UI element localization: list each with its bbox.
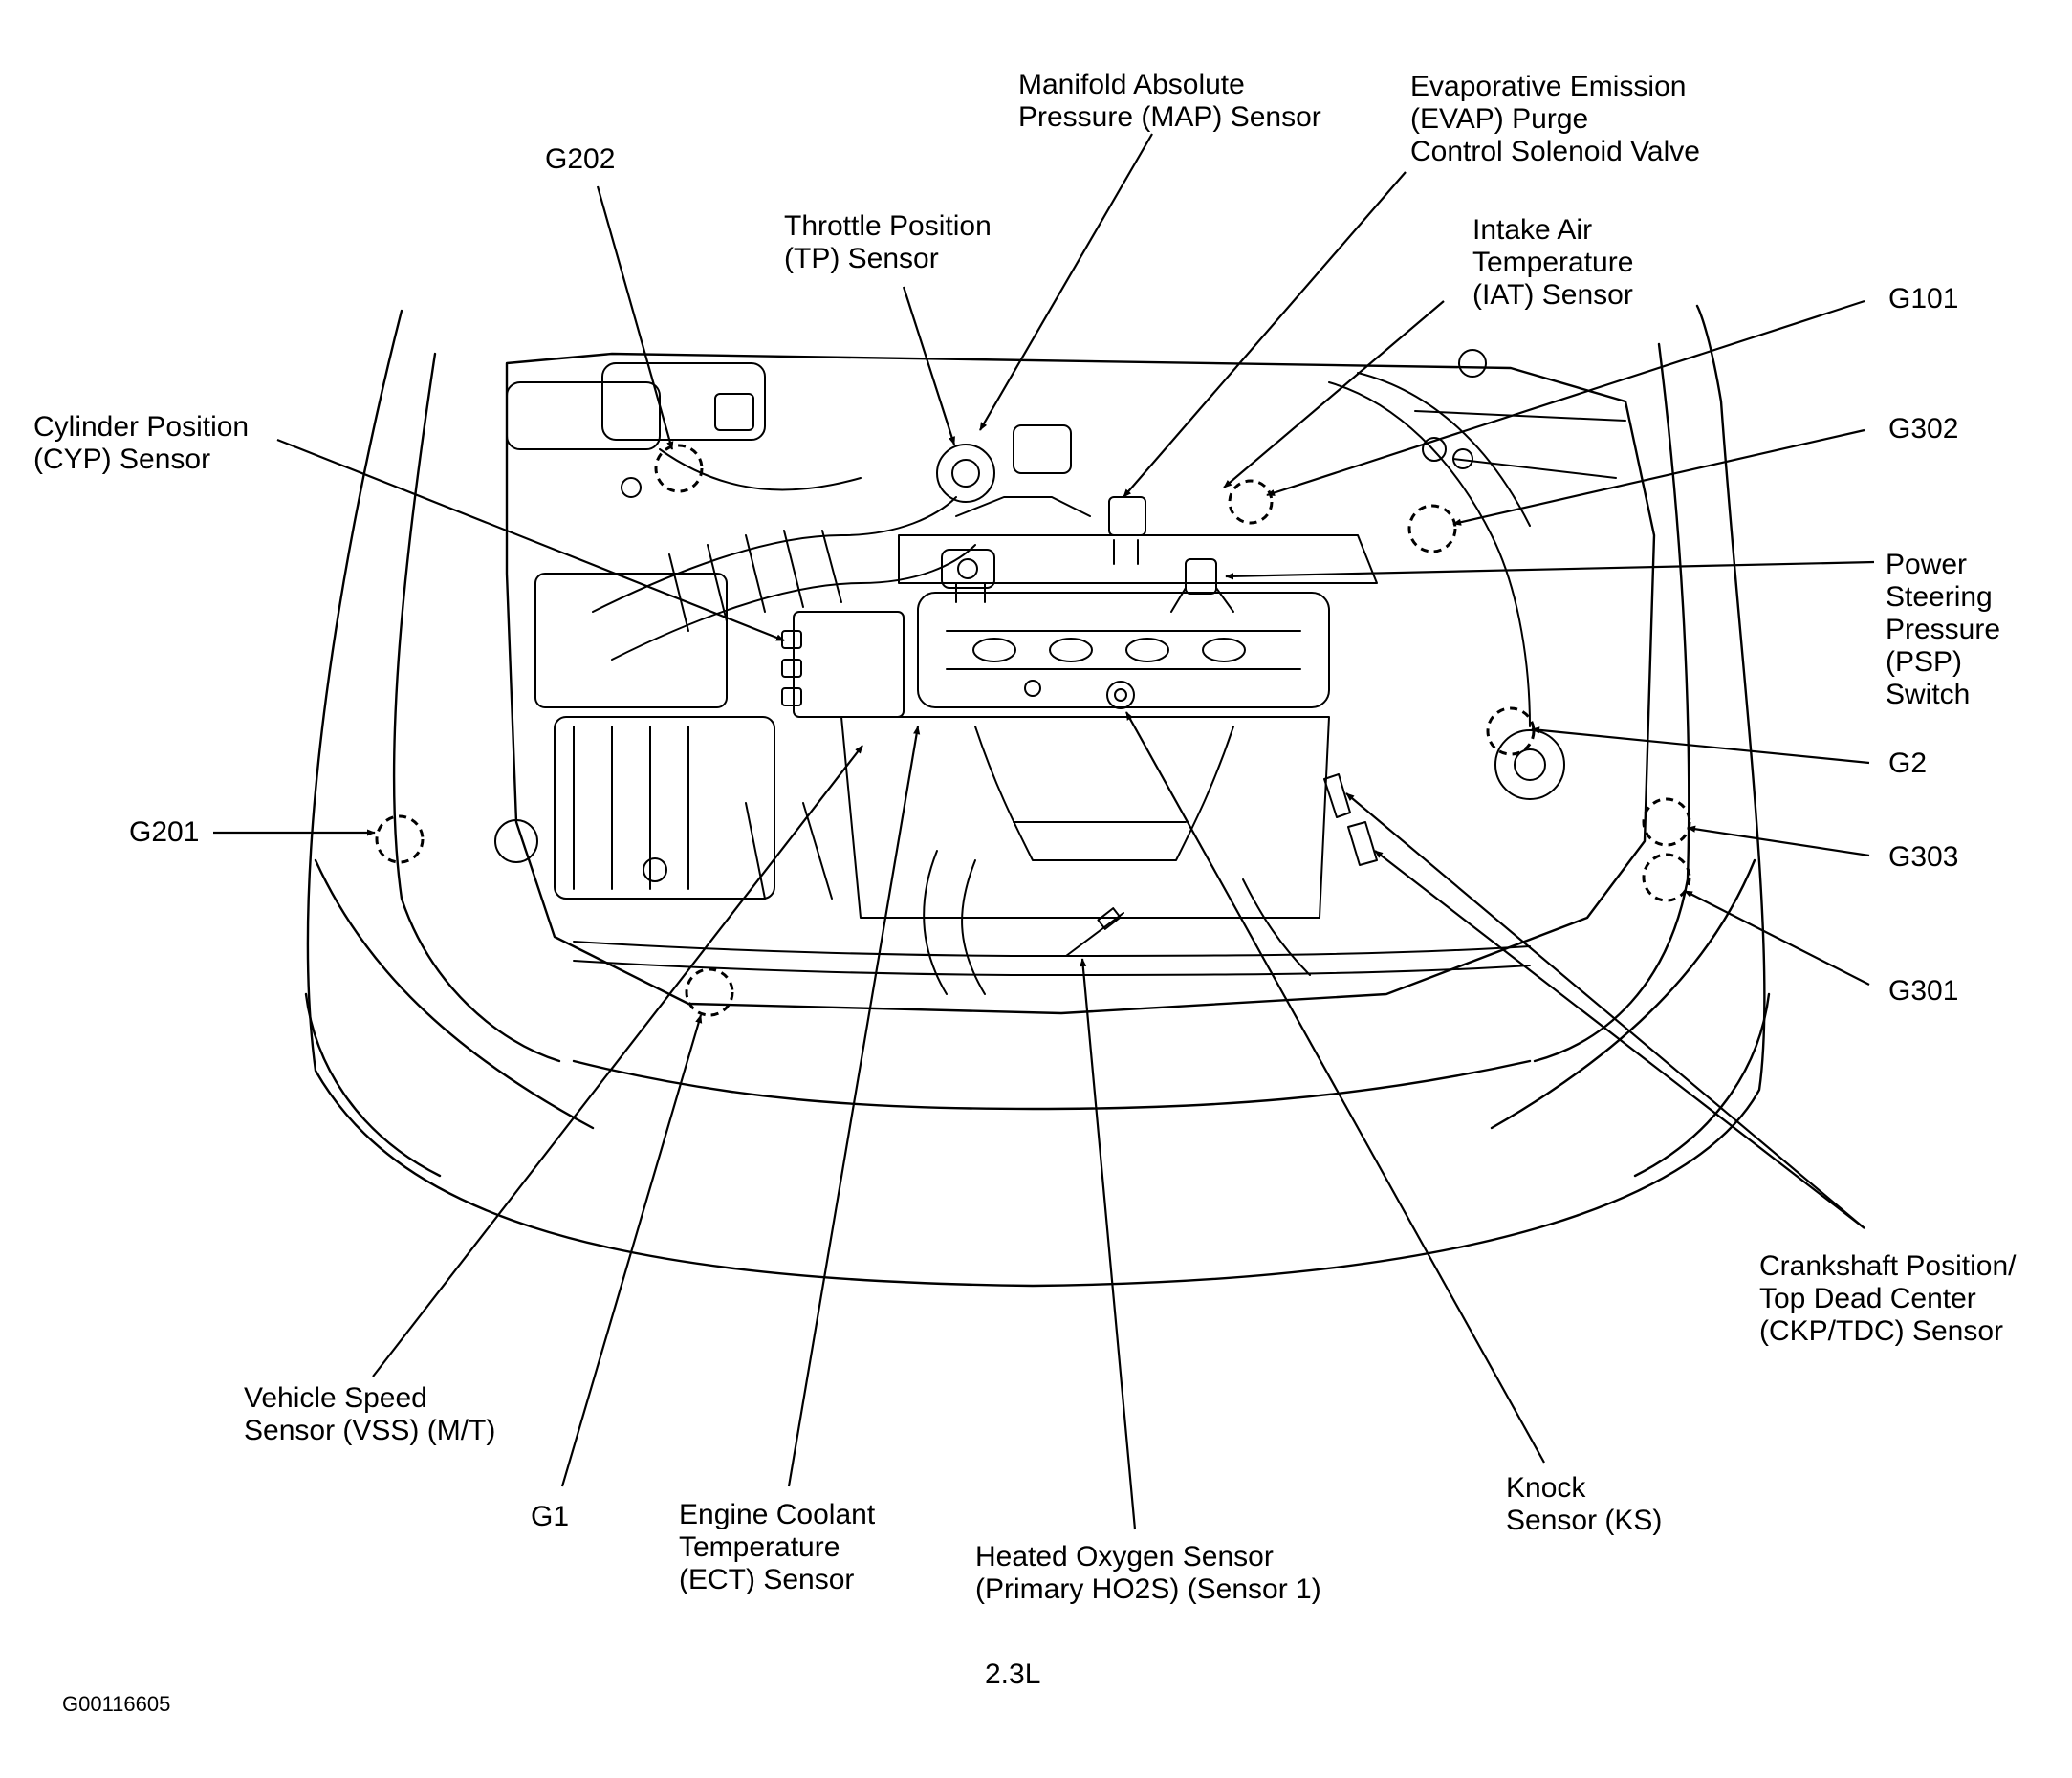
ect-sensor-label-line: Engine Coolant [679, 1499, 876, 1530]
ho2s-leader [1080, 958, 1137, 1530]
iat-sensor-label-line: (IAT) Sensor [1472, 279, 1633, 311]
g1-label: G1 [531, 1501, 569, 1533]
g1-location [685, 967, 734, 1017]
g302-label: G302 [1888, 413, 1958, 445]
g101-location [1228, 479, 1274, 525]
knock-sensor-leader [1125, 711, 1545, 1464]
psp-switch-label-line: Switch [1886, 679, 1971, 710]
vss-label-line: Vehicle Speed [244, 1382, 427, 1414]
evap-valve-label-line: Control Solenoid Valve [1410, 136, 1700, 167]
g201-label: G201 [129, 816, 199, 849]
g101-label: G101 [1888, 283, 1958, 315]
evap-valve-label-line: Evaporative Emission [1410, 71, 1687, 102]
psp-switch-label-line: Steering [1886, 581, 1993, 613]
map-sensor-label: Manifold Absolute Pressure (MAP) Sensor [1018, 69, 1321, 134]
engine-size-caption: 2.3L [985, 1659, 1040, 1691]
tp-sensor-label-line: (TP) Sensor [784, 243, 939, 274]
ho2s-label-line: Heated Oxygen Sensor [975, 1541, 1274, 1572]
engine-assembly [494, 349, 1626, 995]
vss-label: Vehicle Speed Sensor (VSS) (M/T) [244, 1382, 495, 1447]
engine-size-caption-text: 2.3L [985, 1659, 1041, 1690]
cyp-sensor-label: Cylinder Position (CYP) Sensor [33, 411, 249, 476]
ckp-tdc-leader-2 [1374, 850, 1865, 1229]
evap-valve-label: Evaporative Emission (EVAP) Purge Contro… [1410, 71, 1700, 168]
g202-label: G202 [545, 143, 615, 176]
ect-sensor-leader [787, 726, 921, 1487]
g303-label: G303 [1888, 841, 1958, 874]
g301-leader [1684, 890, 1870, 986]
knock-sensor-label-line: Sensor (KS) [1506, 1505, 1663, 1536]
g202-label-text: G202 [545, 143, 616, 175]
psp-switch-label-line: Pressure [1886, 614, 2001, 645]
g202-leader [596, 185, 674, 450]
g302-location [1407, 504, 1457, 553]
g301-location [1642, 853, 1691, 902]
tp-sensor-leader [902, 286, 956, 445]
psp-switch-label: Power Steering Pressure (PSP) Switch [1886, 549, 2000, 711]
ect-sensor-label-line: Temperature [679, 1531, 840, 1563]
cyp-sensor-leader [276, 438, 785, 642]
psp-switch-leader [1225, 560, 1875, 580]
g101-leader [1266, 299, 1865, 497]
iat-sensor-leader [1223, 300, 1445, 488]
evap-valve-leader [1123, 171, 1407, 498]
ckp-tdc-sensor-label: Crankshaft Position/ Top Dead Center (CK… [1759, 1250, 2016, 1348]
ect-sensor-label-line: (ECT) Sensor [679, 1564, 855, 1595]
knock-sensor-label: Knock Sensor (KS) [1506, 1472, 1662, 1537]
g2-leader [1531, 726, 1870, 765]
g201-label-text: G201 [129, 816, 200, 848]
vss-leader [372, 745, 863, 1377]
g1-label-text: G1 [531, 1501, 570, 1532]
g301-label: G301 [1888, 975, 1958, 1008]
leader-lines [213, 133, 1875, 1530]
g302-leader [1452, 428, 1865, 526]
g303-label-text: G303 [1888, 841, 1959, 873]
g2-label-text: G2 [1888, 748, 1928, 779]
figure-id-text: G00116605 [62, 1692, 171, 1716]
ho2s-label-line: (Primary HO2S) (Sensor 1) [975, 1573, 1321, 1605]
ho2s-label: Heated Oxygen Sensor (Primary HO2S) (Sen… [975, 1541, 1321, 1606]
g1-leader [560, 1014, 703, 1487]
iat-sensor-label-line: Temperature [1472, 247, 1634, 278]
g303-leader [1687, 825, 1870, 857]
psp-switch-label-line: (PSP) [1886, 646, 1963, 678]
map-sensor-label-line: Pressure (MAP) Sensor [1018, 101, 1321, 133]
knock-sensor-label-line: Knock [1506, 1472, 1586, 1504]
g201-location [375, 814, 425, 864]
tp-sensor-label-line: Throttle Position [784, 210, 992, 242]
tp-sensor-label: Throttle Position (TP) Sensor [784, 210, 992, 275]
ckp-tdc-sensor-label-line: Top Dead Center [1759, 1283, 1976, 1314]
g302-label-text: G302 [1888, 413, 1959, 444]
ckp-tdc-leader-1 [1345, 792, 1865, 1229]
evap-valve-label-line: (EVAP) Purge [1410, 103, 1589, 135]
ground-location-circles [375, 444, 1691, 1017]
cyp-sensor-label-line: (CYP) Sensor [33, 444, 211, 475]
g2-label: G2 [1888, 748, 1927, 780]
psp-switch-label-line: Power [1886, 549, 1968, 580]
vehicle-body-outline [304, 304, 1771, 1288]
iat-sensor-label-line: Intake Air [1472, 214, 1593, 246]
g202-location [654, 444, 704, 493]
map-sensor-leader [979, 133, 1153, 431]
g301-label-text: G301 [1888, 975, 1959, 1007]
map-sensor-label-line: Manifold Absolute [1018, 69, 1245, 100]
cyp-sensor-label-line: Cylinder Position [33, 411, 250, 443]
ect-sensor-label: Engine Coolant Temperature (ECT) Sensor [679, 1499, 875, 1596]
vss-label-line: Sensor (VSS) (M/T) [244, 1415, 496, 1446]
g101-label-text: G101 [1888, 283, 1959, 314]
ckp-tdc-sensor-label-line: (CKP/TDC) Sensor [1759, 1315, 2004, 1347]
ckp-tdc-sensor-label-line: Crankshaft Position/ [1759, 1250, 2017, 1282]
iat-sensor-label: Intake Air Temperature (IAT) Sensor [1472, 214, 1633, 312]
figure-id: G00116605 [62, 1692, 170, 1717]
g303-location [1642, 797, 1691, 847]
